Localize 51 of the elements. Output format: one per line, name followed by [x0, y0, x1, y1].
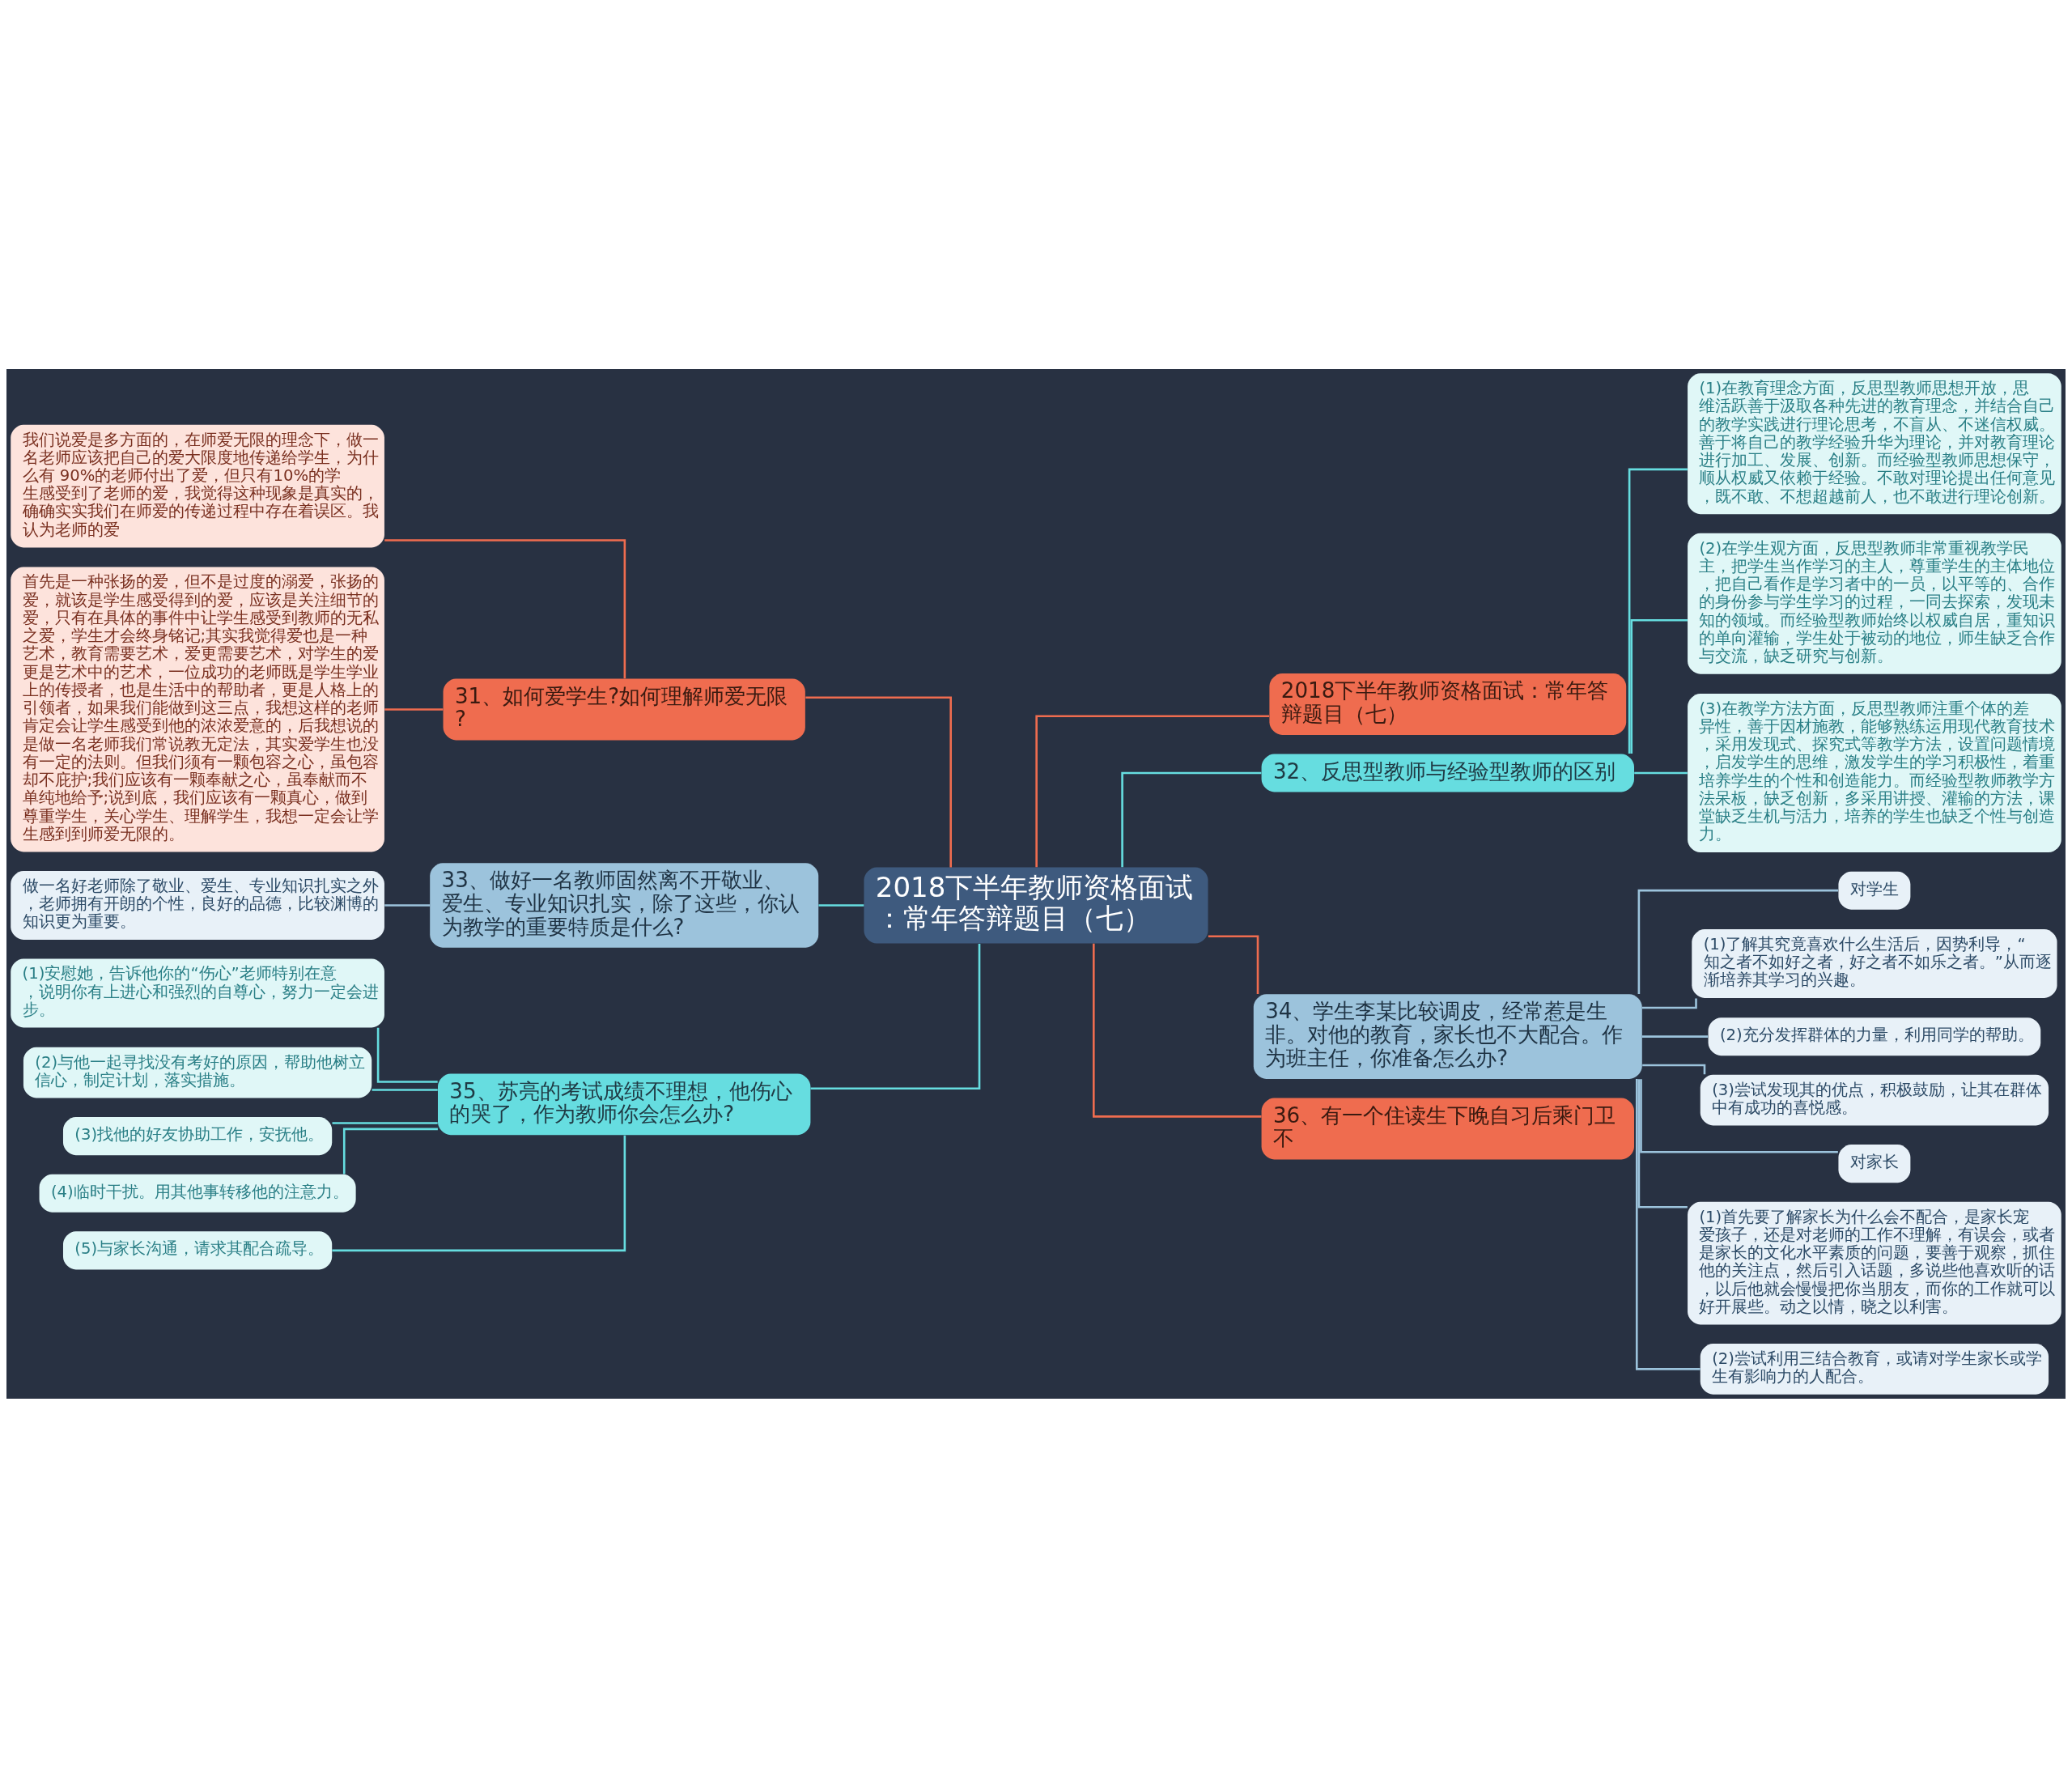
connector [1637, 1078, 1688, 1208]
connector [810, 943, 981, 1090]
node-box: 对学生 [1838, 871, 1911, 910]
node-box: 我们说爱是多方面的，在师爱无限的理念下，做一名老师应该把自己的爱大限度地传递给学生，为什么有 90%的老师付出了爱，但只有10%的学生感受到了老师的爱，我觉得这种现象是真实的，确确实实我们在师爱的传递过程中存在着误区。我认为老师的爱 [11, 424, 384, 547]
node-box: (3)在教学方法方面，反思型教师注重个体的差异性，善于因材施教，能够熟练运用现代教育技术，采用发现式、探究式等教学方法，设置问题情境，启发学生的思维，激发学生的学习积极性，着重培养学生的个性和创造能力。而经验型教师教学方法呆板，缺乏创新，多采用讲授、灌输的方法，课堂缺乏生机与活力，培养的学生也缺乏个性与创造力。 [1688, 693, 2061, 852]
node-box: (2)在学生观方面，反思型教师非常重视教学民主，把学生当作学习的主人，尊重学生的主体地位，把自己看作是学习者中的一员，以平等的、合作的身份参与学生学习的过程，一同去探索，发现未知的领域。而经验型教师始终以权威自居，重知识的单向灌输，学生处于被动的地位，师生缺乏合作与交流，缺乏研究与创新。 [1688, 533, 2061, 674]
node-box: 做一名好老师除了敬业、爱生、专业知识扎实之外，老师拥有开朗的个性，良好的品德，比较渊博的知识更为重要。 [11, 870, 384, 940]
node-box: 2018下半年教师资格面试：常年答辩题目（七） [1269, 673, 1627, 735]
connector [372, 1088, 438, 1091]
node-box: 首先是一种张扬的爱，但不是过度的溺爱，张扬的爱，就该是学生感受得到的爱，应该是关注细节的爱，只有在具体的事件中让学生感受到教师的无私之爱，学生才会终身铭记;其实我觉得爱也是一种艺术，教育需要艺术，爱更需要艺术，对学生的爱更是艺术中的艺术，一位成功的老师既是学生学业上的传授者，也是生活中的帮助者，更是人格上的引领者，如果我们能做到这三点，我想这样的老师肯定会让学生感受到他的浓浓爱意的，后我想说的是做一名老师我们常说教无定法，其实爱学生也没有一定的法则。但我们须有一颗包容之心，虽包容却不庇护;我们应该有一颗奉献之心，虽奉献而不单纯地给予;说到底，我们应该有一颗真心，做到尊重学生，关心学生、理解学生，我想一定会让学生感到到师爱无限的。 [11, 567, 384, 852]
node-box: 34、学生李某比较调皮，经常惹是生非。对他的教育，家长也不大配合。作为班主任，你准备怎么办? [1253, 993, 1642, 1079]
node-box: (1)在教育理念方面，反思型教师思想开放，思维活跃善于汲取各种先进的教育理念，并结合自己的教学实践进行理论思考，不盲从、不迷信权威。善于将自己的教学经验升华为理论，并对教育理论进行加工、发展、创新。而经验型教师思想保守，顺从权威又依赖于经验。不敢对理论提出任何意见，既不敢、不想超越前人，也不敢进行理论创新。 [1688, 372, 2061, 514]
node-box: (1)安慰她，告诉他你的“伤心”老师特别在意，说明你有上进心和强烈的自尊心，努力一定会进步。 [11, 958, 384, 1028]
connector [342, 1128, 438, 1174]
node-box: 对家长 [1838, 1144, 1911, 1183]
connector [1208, 934, 1259, 994]
connector [332, 1135, 626, 1251]
connector [1035, 715, 1270, 867]
node-box: (2)尝试利用三结合教育，或请对学生家长或学生有影响力的人配合。 [1700, 1343, 2049, 1395]
connector [1634, 771, 1688, 774]
node-box: (3)尝试发现其的优点，积极鼓励，让其在群体中有成功的喜悦感。 [1700, 1074, 2049, 1126]
node-box: 33、做好一名教师固然离不开敬业、爱生、专业知识扎实，除了这些，你认为教学的重要特质是什么? [430, 862, 819, 948]
connector [384, 538, 626, 678]
connector [384, 903, 431, 907]
node-box: 32、反思型教师与经验型教师的区别 [1261, 753, 1634, 792]
node-box: 2018下半年教师资格面试：常年答辩题目（七） [864, 866, 1208, 944]
connector [1628, 468, 1688, 754]
node-box: (5)与家长沟通，请求其配合疏导。 [63, 1230, 333, 1269]
connector [818, 903, 864, 907]
node-box: 36、有一个住读生下晚自习后乘门卫不 [1261, 1098, 1634, 1159]
node-box: 35、苏亮的考试成绩不理想，他伤心的哭了，作为教师你会怎么办? [438, 1073, 811, 1135]
node-box: (1)了解其究竟喜欢什么生活后，因势利导，“知之者不如好之者，好之者不如乐之者。”从而逐渐培养其学习的兴趣。 [1692, 928, 2057, 998]
connector [376, 1027, 438, 1083]
connector [1092, 943, 1262, 1118]
connector [332, 1121, 438, 1124]
connector [1642, 1064, 1706, 1074]
node-box: (3)找他的好友协助工作，安抚他。 [63, 1116, 333, 1155]
connector [1641, 1034, 1709, 1038]
node-box: (4)临时干扰。用其他事转移他的注意力。 [39, 1174, 356, 1213]
node-box: (1)首先要了解家长为什么会不配合，是家长宠爱孩子，还是对老师的工作不理解，有误会，或者是家长的文化水平素质的问题，要善于观察，抓住他的关注点，然后引入话题，多说些他喜欢听的话，以后他就会慢慢把你当朋友，而你的工作就可以好开展些。动之以情，晓之以利害。 [1688, 1201, 2061, 1324]
connector [1640, 1078, 1838, 1153]
connector [1637, 889, 1839, 994]
connector [1635, 1078, 1700, 1370]
connector [805, 695, 952, 867]
node-box: 31、如何爱学生?如何理解师爱无限? [443, 678, 805, 740]
node-box: (2)与他一起寻找没有考好的原因，帮助他树立信心，制定计划，落实措施。 [23, 1047, 372, 1098]
connector [1121, 771, 1262, 867]
connector [384, 707, 444, 711]
connector [1630, 618, 1688, 754]
connector [1641, 997, 1697, 1009]
node-box: (2)充分发挥群体的力量，利用同学的帮助。 [1708, 1017, 2041, 1056]
